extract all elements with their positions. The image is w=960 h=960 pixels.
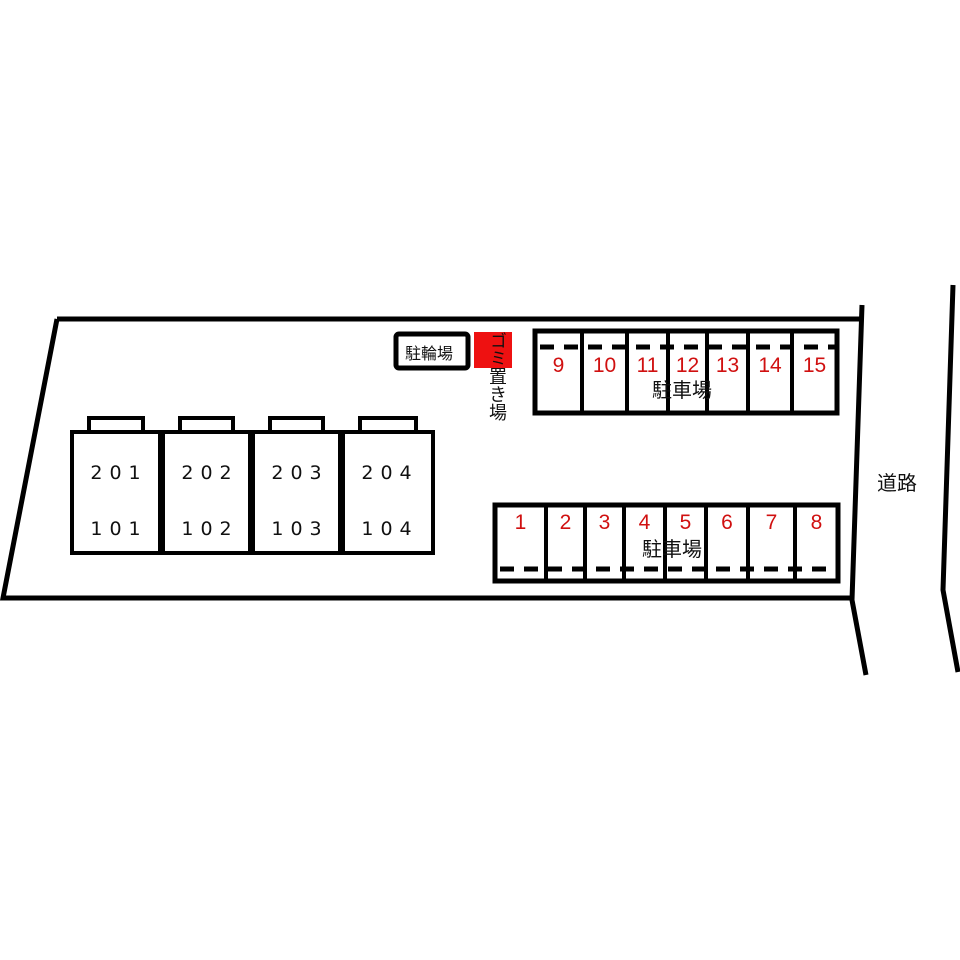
parking-space-number: 3 — [598, 511, 611, 534]
bicycle-box — [393, 331, 471, 371]
unit-number-lower: 101 — [90, 518, 148, 540]
parking-space-number: 10 — [592, 354, 617, 377]
road-left-edge — [849, 304, 869, 676]
parking-top-box — [532, 328, 840, 416]
unit-number-lower: 102 — [181, 518, 239, 540]
parking-space-number: 4 — [638, 511, 651, 534]
building — [251, 430, 342, 555]
garbage-area-label-top: ゴミ — [486, 332, 506, 366]
parking-space-number: 7 — [765, 511, 778, 534]
parking-space-number: 12 — [675, 354, 700, 377]
parking-space-number: 14 — [758, 354, 782, 377]
parking-space-number: 2 — [559, 511, 572, 534]
unit-number-lower: 104 — [361, 518, 419, 540]
parking-space-number: 8 — [810, 511, 823, 534]
parking-space-number: 5 — [679, 511, 692, 534]
garbage-area-marker — [474, 332, 512, 368]
unit-number-lower: 103 — [271, 518, 329, 540]
bicycle-parking-label: 駐輪場 — [405, 344, 454, 363]
parking-space-number: 1 — [514, 511, 527, 534]
building — [161, 430, 252, 555]
road-label: 道路 — [877, 471, 917, 495]
building — [70, 430, 162, 555]
parking-space-number: 6 — [721, 511, 733, 534]
site-boundary — [0, 316, 860, 601]
unit-number-upper: 202 — [181, 462, 239, 484]
parking-space-number: 9 — [552, 354, 565, 377]
building — [341, 430, 435, 555]
parking-space-number: 11 — [636, 354, 659, 377]
parking-space-number: 13 — [715, 354, 740, 377]
parking-bottom-label: 駐車場 — [642, 537, 702, 561]
parking-top-label: 駐車場 — [652, 378, 712, 402]
road-right-edge — [940, 284, 960, 673]
unit-number-upper: 204 — [361, 462, 419, 484]
garbage-area-label-bottom: 置き場 — [486, 367, 507, 421]
parking-space-number: 15 — [802, 354, 827, 377]
unit-number-upper: 201 — [90, 462, 148, 484]
unit-number-upper: 203 — [271, 462, 329, 484]
